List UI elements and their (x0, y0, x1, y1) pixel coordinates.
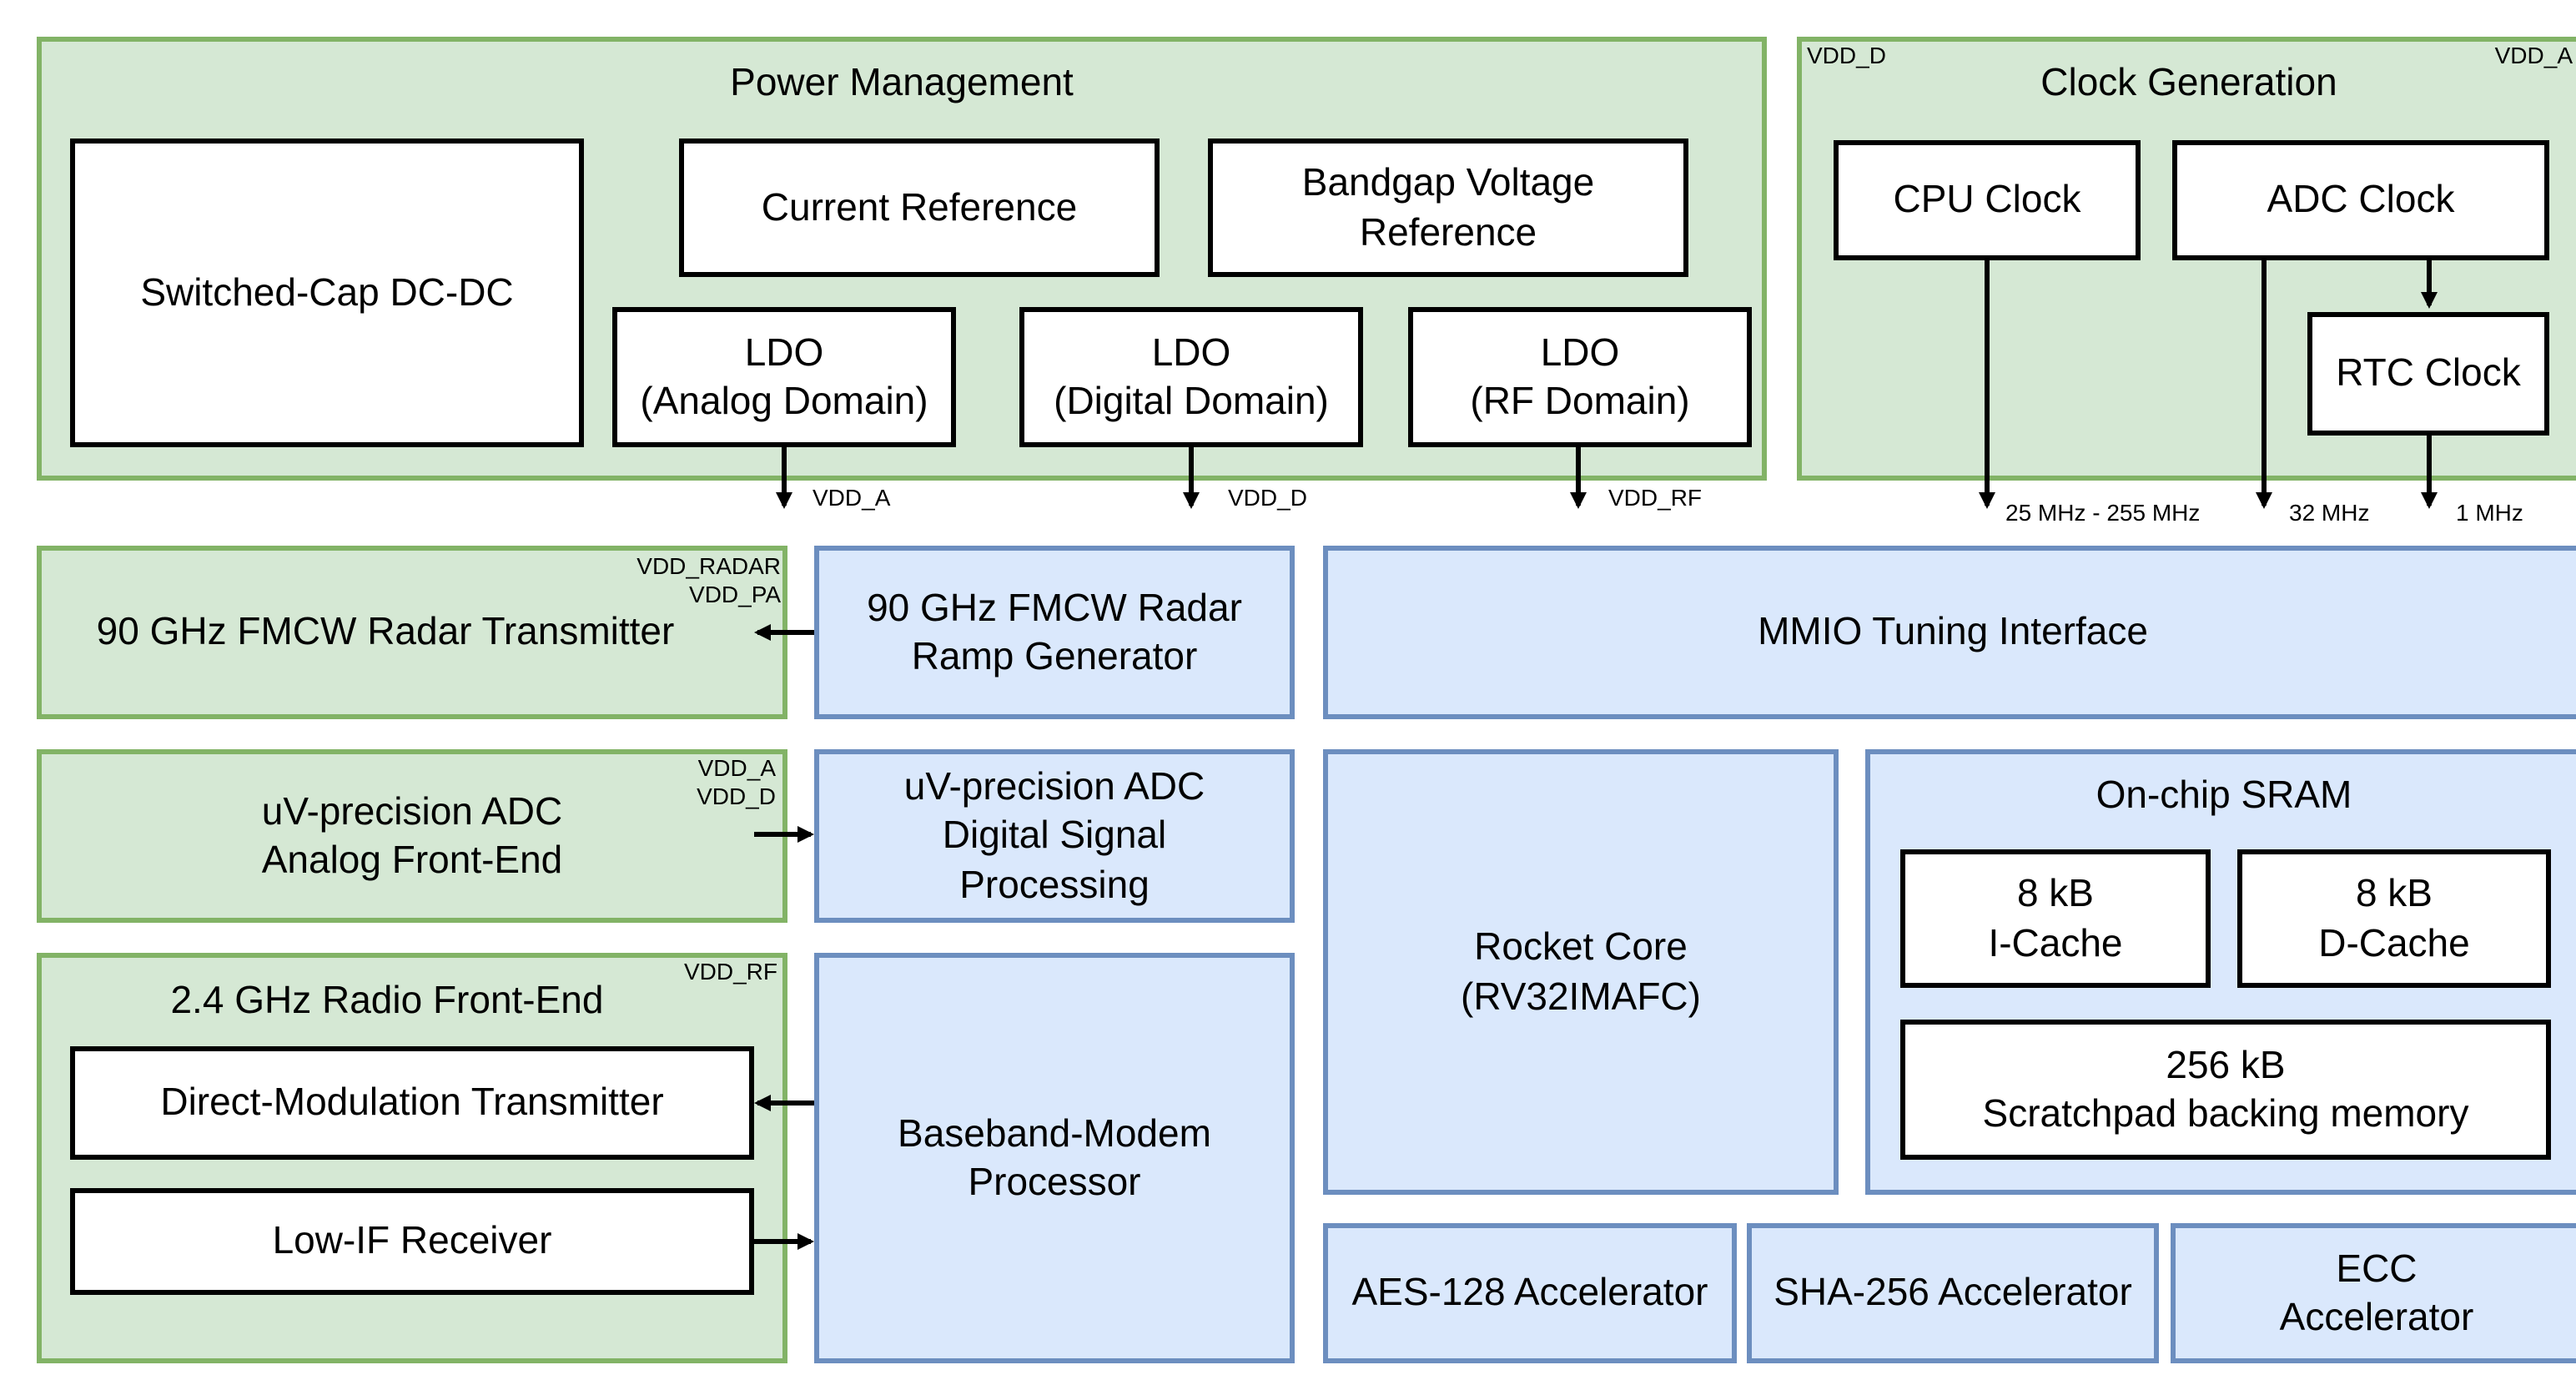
clock-supply-right-label: VDD_A (2494, 42, 2573, 68)
adc-analog-front-end-block: uV-precision ADC Analog Front-End (37, 749, 787, 923)
low-if-receiver-block: Low-IF Receiver (70, 1188, 754, 1295)
power-management-title: Power Management (730, 60, 1074, 103)
ldo-digital-output-label: VDD_D (1228, 484, 1307, 511)
bandgap-reference-block: Bandgap Voltage Reference (1208, 139, 1688, 277)
cpu-clock-frequency-label: 25 MHz - 255 MHz (2005, 499, 2201, 526)
sha-accelerator-block: SHA-256 Accelerator (1747, 1223, 2159, 1363)
radar-ramp-generator-block: 90 GHz FMCW Radar Ramp Generator (814, 546, 1295, 719)
scratchpad-block: 256 kB Scratchpad backing memory (1900, 1020, 2551, 1160)
adc-dsp-block: uV-precision ADC Digital Signal Processi… (814, 749, 1295, 923)
switched-cap-dcdc-block: Switched-Cap DC-DC (70, 139, 584, 447)
rtc-clock-block: RTC Clock (2307, 312, 2549, 436)
radar-supply-label: VDD_RADAR VDD_PA (636, 552, 781, 607)
mmio-tuning-interface-block: MMIO Tuning Interface (1323, 546, 2576, 719)
adc-clock-block: ADC Clock (2172, 140, 2549, 260)
clock-supply-left-label: VDD_D (1807, 42, 1886, 68)
baseband-modem-processor-block: Baseband-Modem Processor (814, 953, 1295, 1363)
radio-front-end-title: 2.4 GHz Radio Front-End (170, 978, 604, 1021)
on-chip-sram-title: On-chip SRAM (2096, 773, 2352, 816)
icache-block: 8 kB I-Cache (1900, 849, 2211, 988)
ldo-analog-block: LDO (Analog Domain) (612, 307, 956, 447)
radio-supply-label: VDD_RF (683, 958, 777, 985)
ldo-digital-block: LDO (Digital Domain) (1019, 307, 1363, 447)
current-reference-block: Current Reference (679, 139, 1160, 277)
ldo-rf-output-label: VDD_RF (1608, 484, 1703, 511)
cpu-clock-block: CPU Clock (1834, 140, 2141, 260)
ecc-accelerator-block: ECC Accelerator (2171, 1223, 2576, 1363)
rocket-core-block: Rocket Core (RV32IMAFC) (1323, 749, 1839, 1195)
aes-accelerator-block: AES-128 Accelerator (1323, 1223, 1737, 1363)
ldo-analog-output-label: VDD_A (813, 484, 891, 511)
ldo-rf-block: LDO (RF Domain) (1408, 307, 1752, 447)
clock-generation-title: Clock Generation (2040, 60, 2337, 103)
direct-modulation-transmitter-block: Direct-Modulation Transmitter (70, 1046, 754, 1160)
radar-transmitter-block: 90 GHz FMCW Radar Transmitter (37, 546, 787, 719)
adc-supply-label: VDD_A VDD_D (697, 754, 776, 809)
dcache-block: 8 kB D-Cache (2237, 849, 2551, 988)
rtc-clock-frequency-label: 1 MHz (2456, 499, 2523, 526)
adc-clock-frequency-label: 32 MHz (2289, 499, 2370, 526)
